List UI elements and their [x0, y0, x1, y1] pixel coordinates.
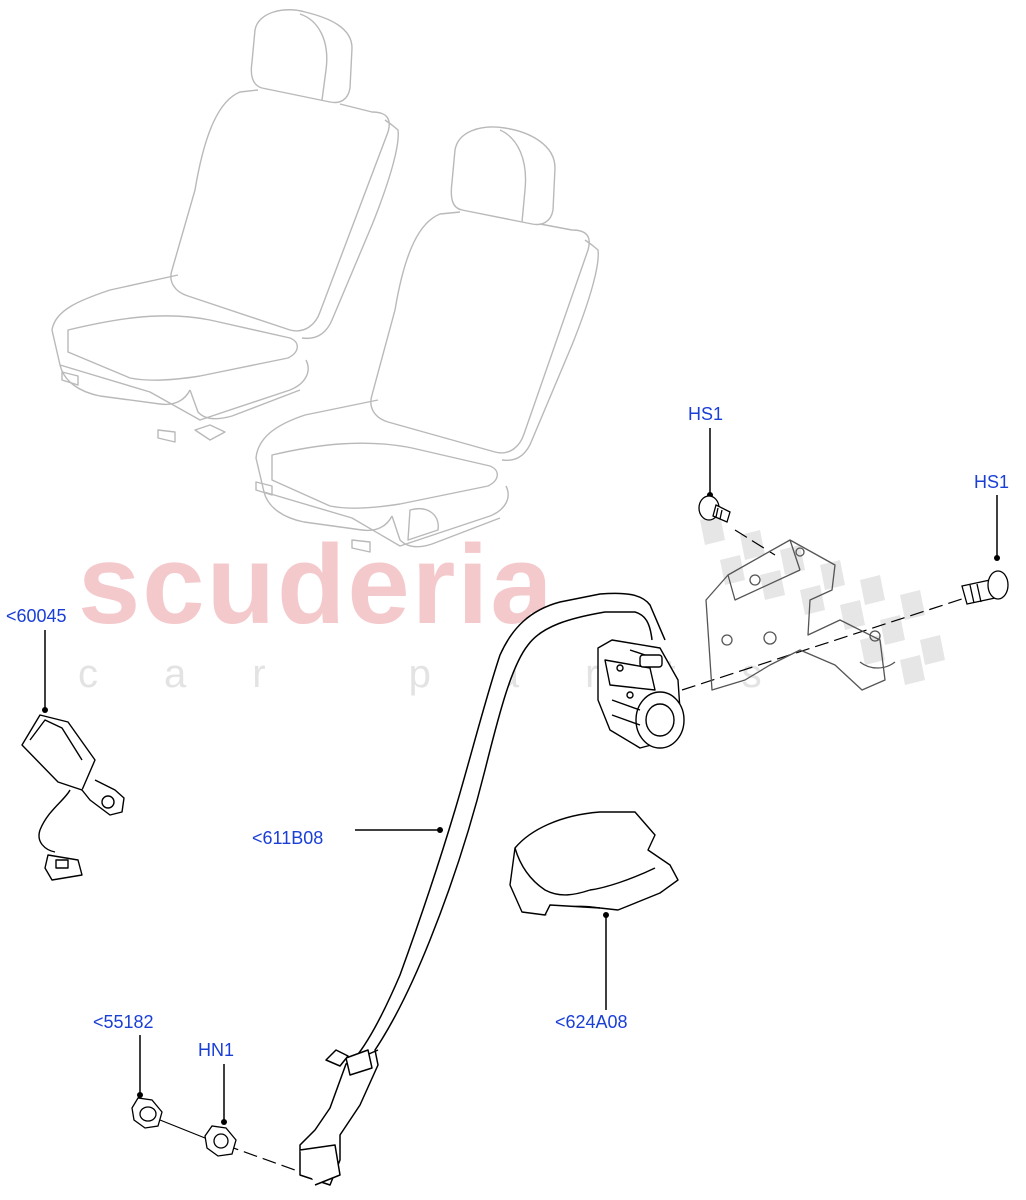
retractor — [597, 639, 685, 749]
nut-joint-line — [159, 1119, 211, 1141]
callout-624a08[interactable]: <624A08 — [555, 1012, 628, 1032]
leader-dots — [42, 492, 1000, 1125]
leader-lines — [44, 428, 998, 1122]
seat-belt-webbing — [299, 592, 666, 1186]
seat-right — [255, 126, 599, 553]
callout-hs1-top[interactable]: HS1 — [688, 404, 724, 424]
trim-cover — [509, 811, 679, 916]
bolt-top — [698, 495, 731, 523]
bolt-right — [961, 570, 1009, 605]
nut-left — [131, 1097, 163, 1129]
callout-611b08[interactable]: <611B08 — [252, 828, 324, 848]
assembly-lines — [224, 529, 966, 1171]
nut-right — [204, 1125, 237, 1157]
seat-belt-buckle — [21, 714, 125, 881]
seat-left — [51, 9, 399, 443]
callout-hs1-right[interactable]: HS1 — [974, 472, 1010, 492]
mounting-bracket — [705, 539, 896, 691]
callout-55182[interactable]: <55182 — [93, 1012, 154, 1032]
watermark-main: scuderia — [78, 522, 555, 647]
callout-60045[interactable]: <60045 — [6, 606, 67, 626]
callout-hn1[interactable]: HN1 — [198, 1040, 235, 1060]
